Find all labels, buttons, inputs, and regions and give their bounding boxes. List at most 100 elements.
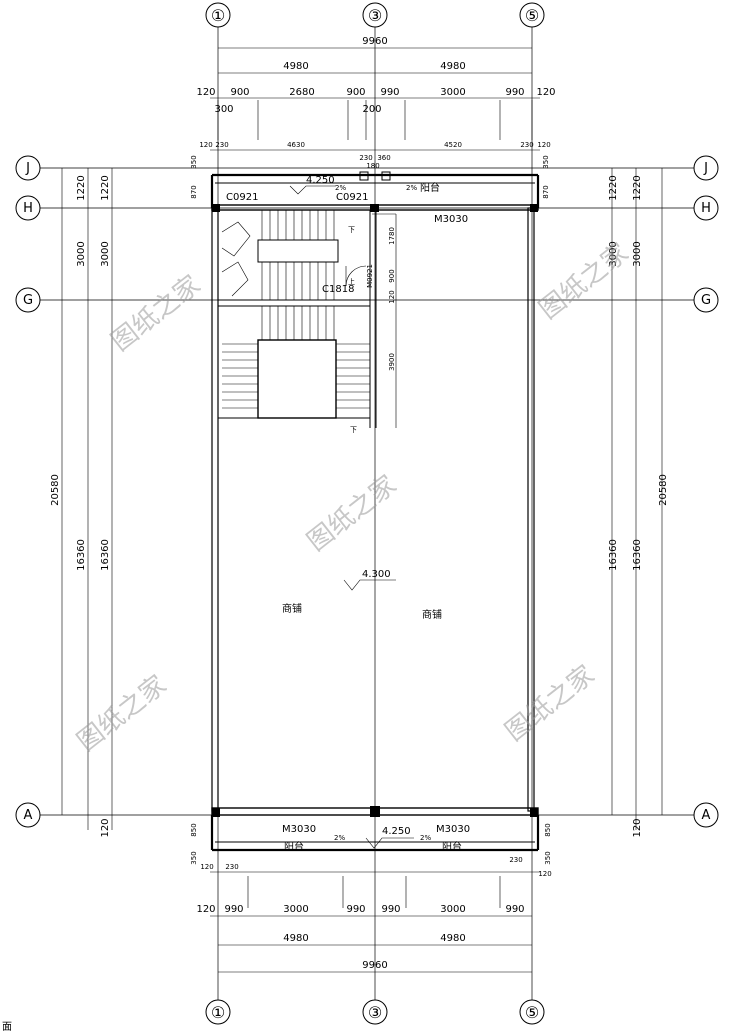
axis-label: ① (211, 1003, 225, 1022)
dim-inner: 1220 (608, 175, 619, 200)
watermark-text: 图纸之家 (302, 470, 402, 558)
dim-small: 230 (509, 856, 522, 864)
window-label-c0921-right: C0921 (336, 192, 368, 203)
dim-inner: 3000 (632, 241, 643, 266)
axis-1-top: ① (205, 2, 231, 28)
building-walls (210, 171, 540, 852)
dim-total-bottom: 9960 (362, 960, 387, 971)
axis-g-right: G (693, 287, 719, 313)
dim-small: 120 (199, 141, 212, 149)
door-label-m0921: M0921 (366, 264, 374, 288)
axis-j-left: J (15, 155, 41, 181)
dim-inner: 120 (632, 818, 643, 837)
balcony-label-bottom-left: 阳台 (284, 840, 304, 853)
axis-3-top: ③ (362, 2, 388, 28)
elevation-main: 4.300 (343, 569, 396, 591)
dim-seg: 120 (536, 87, 555, 98)
elevation-value: 4.300 (362, 569, 391, 580)
axis-label: G (701, 293, 711, 308)
dim-inner: 3000 (100, 241, 111, 266)
slope-label: 2% (406, 184, 417, 192)
dim-half-right-top: 4980 (440, 61, 465, 72)
axis-j-right: J (693, 155, 719, 181)
room-label-shop-right: 商铺 (422, 608, 442, 621)
door-label-m3030-top: M3030 (434, 214, 468, 225)
dim-seg: 3000 (440, 87, 465, 98)
interior-dimensions: 1780 900 120 3900 (388, 227, 396, 371)
axis-5-bottom: ⑤ (519, 999, 545, 1025)
dim-inner: 120 (100, 818, 111, 837)
axis-label: A (24, 808, 33, 823)
axis-3-bottom: ③ (362, 999, 388, 1025)
axis-5-top: ⑤ (519, 2, 545, 28)
dim-seg: 120 (196, 904, 215, 915)
dim-seg: 990 (505, 904, 524, 915)
dim-edge-right: 350 (544, 851, 552, 864)
axis-label: H (701, 201, 711, 216)
dim-edge-left: 850 (190, 823, 198, 836)
dim-tiny: 180 (366, 162, 379, 170)
dim-seg: 900 (346, 87, 365, 98)
axis-1-bottom: ① (205, 999, 231, 1025)
dim-seg: 990 (346, 904, 365, 915)
dim-seg: 2680 (289, 87, 314, 98)
stair-down-label: 下 (348, 226, 355, 234)
dim-small-left: 870 (190, 185, 198, 198)
dim-interior: 900 (388, 269, 396, 282)
axis-label: ⑤ (525, 1003, 539, 1022)
dim-half-right-bottom: 4980 (440, 933, 465, 944)
axis-h-left: H (15, 195, 41, 221)
axis-label: A (702, 808, 711, 823)
watermark-text: 图纸之家 (500, 660, 600, 748)
axis-label: J (25, 161, 30, 176)
dim-small: 230 (225, 863, 238, 871)
axis-g-left: G (15, 287, 41, 313)
dim-tiny: 360 (377, 154, 390, 162)
balcony-label-bottom-right: 阳台 (442, 840, 462, 853)
window-label-c1818: C1818 (322, 284, 354, 295)
door-label-m3030-bottom-right: M3030 (436, 824, 470, 835)
balcony-label-top: 阳台 (420, 181, 440, 194)
elevation-value: 4.250 (306, 175, 335, 186)
watermark-text: 图纸之家 (72, 670, 172, 758)
dim-seg: 3000 (440, 904, 465, 915)
dim-small: 120 (200, 863, 213, 871)
slope-label: 2% (334, 834, 345, 842)
dim-tiny: 230 (359, 154, 372, 162)
dim-inner: 1220 (100, 175, 111, 200)
elevation-top: 4.250 (289, 175, 336, 195)
dim-inner: 16360 (608, 539, 619, 571)
elevation-value: 4.250 (382, 826, 411, 837)
dim-sub: 300 (214, 104, 233, 115)
dim-inner: 1220 (632, 175, 643, 200)
axis-h-right: H (693, 195, 719, 221)
axis-label: ③ (368, 1003, 382, 1022)
dim-half-left-bottom: 4980 (283, 933, 308, 944)
top-dimensions: 9960 4980 4980 120 900 2680 900 990 3000… (196, 36, 555, 170)
dim-total-top: 9960 (362, 36, 387, 47)
stair-treads-lower (222, 306, 370, 409)
dim-interior: 1780 (388, 227, 396, 245)
dim-half-left-top: 4980 (283, 61, 308, 72)
dim-interior: 120 (388, 290, 396, 303)
elevation-bottom: 4.250 (365, 826, 414, 849)
dim-small: 230 (215, 141, 228, 149)
dim-interior: 3900 (388, 353, 396, 371)
dim-inner: 16360 (100, 539, 111, 571)
dim-inner: 16360 (632, 539, 643, 571)
dim-small-right: 870 (542, 185, 550, 198)
bottom-dimensions: 120 230 230 120 120 990 3000 990 990 300… (196, 856, 552, 973)
dim-outer-left: 20580 (50, 474, 61, 506)
dim-small-left: 350 (190, 155, 198, 168)
dim-edge-left: 350 (190, 851, 198, 864)
dim-seg: 120 (196, 87, 215, 98)
dim-sub: 200 (362, 104, 381, 115)
corner-text: 面 (2, 1022, 12, 1032)
room-label-shop-left: 商铺 (282, 602, 302, 615)
right-dimensions: 20580 1220 3000 16360 120 1220 3000 1636… (542, 155, 669, 864)
slope-label: 2% (335, 184, 346, 192)
axis-label: G (23, 293, 33, 308)
dim-seg: 990 (224, 904, 243, 915)
plan-labels: C0921 C0921 M3030 C1818 M0921 阳台 2% 2% 下… (2, 181, 470, 1032)
